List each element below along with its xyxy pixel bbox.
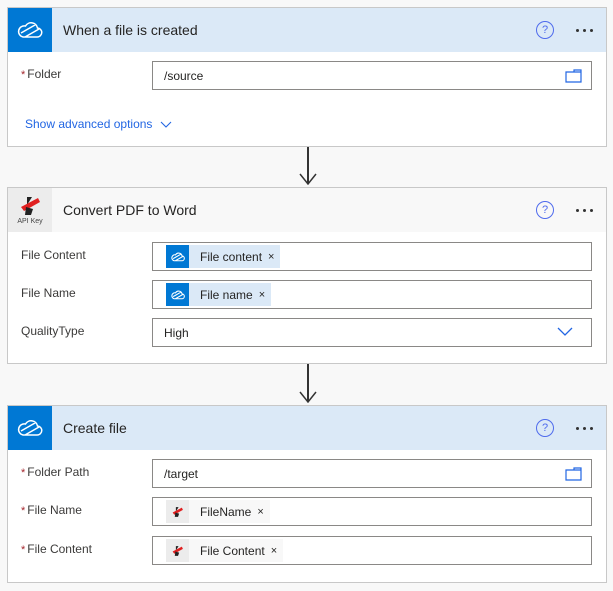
file-name-input[interactable]: FileName × <box>152 497 592 526</box>
more-options-icon[interactable] <box>576 28 593 32</box>
token-file-name[interactable]: File name × <box>166 283 272 306</box>
folder-path-input[interactable]: /target <box>152 459 592 488</box>
folder-icon[interactable] <box>565 467 582 481</box>
token-filename[interactable]: FileName × <box>166 500 270 523</box>
token-file-content[interactable]: File Content × <box>166 539 284 562</box>
folder-path-value: /target <box>164 466 199 481</box>
trigger-card-when-file-created: When a file is created ? *Folder /source… <box>7 7 607 147</box>
folder-value: /source <box>164 68 204 83</box>
card-title: Convert PDF to Word <box>63 202 197 218</box>
chevron-down-icon[interactable] <box>557 327 573 337</box>
field-label-file-name: *File Name <box>21 503 82 517</box>
quality-type-dropdown[interactable]: High <box>152 318 592 347</box>
onedrive-cloud-icon <box>166 245 189 268</box>
action-card-create-file: Create file ? *Folder Path /target *File… <box>7 405 607 583</box>
field-label-folder: *Folder <box>21 67 62 81</box>
card-title: Create file <box>63 420 127 436</box>
remove-token-icon[interactable]: × <box>270 544 278 557</box>
api-key-icon <box>166 500 189 523</box>
show-advanced-options-link[interactable]: Show advanced options <box>25 117 172 131</box>
field-label-folder-path: *Folder Path <box>21 465 90 479</box>
field-label-file-name: File Name <box>21 286 76 300</box>
more-options-icon[interactable] <box>576 426 593 430</box>
flow-arrow <box>299 364 317 405</box>
card-header[interactable]: Create file ? <box>8 406 606 450</box>
remove-token-icon[interactable]: × <box>257 505 264 518</box>
help-icon[interactable]: ? <box>536 419 554 437</box>
folder-input[interactable]: /source <box>152 61 592 90</box>
help-icon[interactable]: ? <box>536 201 554 219</box>
flow-arrow <box>299 147 317 187</box>
folder-icon[interactable] <box>565 69 582 83</box>
quality-type-value: High <box>164 325 189 340</box>
token-file-content[interactable]: File content × <box>166 245 281 268</box>
api-key-icon <box>166 539 189 562</box>
card-title: When a file is created <box>63 22 198 38</box>
card-header[interactable]: When a file is created ? <box>8 8 606 52</box>
action-card-convert-pdf-to-word: API Key Convert PDF to Word ? File Conte… <box>7 187 607 364</box>
field-label-file-content: *File Content <box>21 542 92 556</box>
onedrive-cloud-icon <box>8 8 52 52</box>
remove-token-icon[interactable]: × <box>258 288 266 301</box>
api-key-icon: API Key <box>8 188 52 232</box>
onedrive-cloud-icon <box>166 283 189 306</box>
remove-token-icon[interactable]: × <box>268 250 275 263</box>
file-content-input[interactable]: File content × <box>152 242 592 271</box>
help-icon[interactable]: ? <box>536 21 554 39</box>
card-header[interactable]: API Key Convert PDF to Word ? <box>8 188 606 232</box>
onedrive-cloud-icon <box>8 406 52 450</box>
field-label-quality-type: QualityType <box>21 324 85 338</box>
chevron-down-icon <box>161 121 172 128</box>
more-options-icon[interactable] <box>576 208 593 212</box>
field-label-file-content: File Content <box>21 248 86 262</box>
file-name-input[interactable]: File name × <box>152 280 592 309</box>
file-content-input[interactable]: File Content × <box>152 536 592 565</box>
